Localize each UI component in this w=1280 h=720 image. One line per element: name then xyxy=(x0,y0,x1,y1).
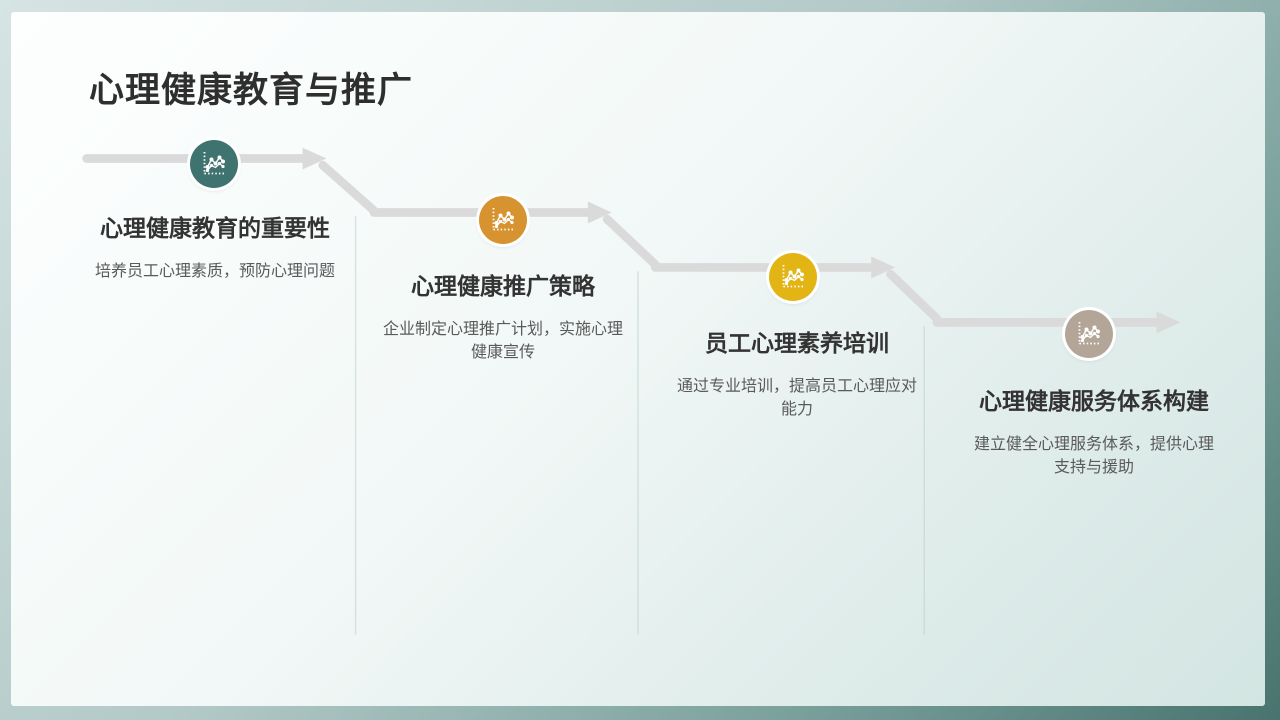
step-4-block: 心理健康服务体系构建 建立健全心理服务体系，提供心理支持与援助 xyxy=(944,382,1244,479)
step-1-badge xyxy=(190,140,238,188)
step-description: 通过专业培训，提高员工心理应对能力 xyxy=(676,378,917,419)
step-description: 企业制定心理推广计划，实施心理健康宣传 xyxy=(382,321,623,362)
step-heading: 心理健康教育的重要性 xyxy=(100,215,330,241)
slide-canvas: 心理健康教育与推广 xyxy=(11,12,1265,706)
step-2-badge xyxy=(479,196,527,244)
line-chart-icon xyxy=(782,265,804,288)
line-chart-icon xyxy=(492,208,514,231)
page-title: 心理健康教育与推广 xyxy=(89,71,414,110)
step-3-block: 员工心理素养培训 通过专业培训，提高员工心理应对能力 xyxy=(647,324,947,421)
step-heading: 员工心理素养培训 xyxy=(705,330,889,356)
line-chart-icon xyxy=(203,152,225,175)
step-2-block: 心理健康推广策略 企业制定心理推广计划，实施心理健康宣传 xyxy=(353,267,653,364)
step-description: 建立健全心理服务体系，提供心理支持与援助 xyxy=(973,436,1214,477)
line-chart-icon xyxy=(1078,322,1100,345)
step-description: 培养员工心理素质，预防心理问题 xyxy=(94,263,335,280)
step-heading: 心理健康推广策略 xyxy=(411,273,595,299)
step-heading: 心理健康服务体系构建 xyxy=(979,388,1209,414)
step-4-badge xyxy=(1065,310,1113,358)
step-3-badge xyxy=(769,253,817,301)
step-1-block: 心理健康教育的重要性 培养员工心理素质，预防心理问题 xyxy=(65,209,365,283)
